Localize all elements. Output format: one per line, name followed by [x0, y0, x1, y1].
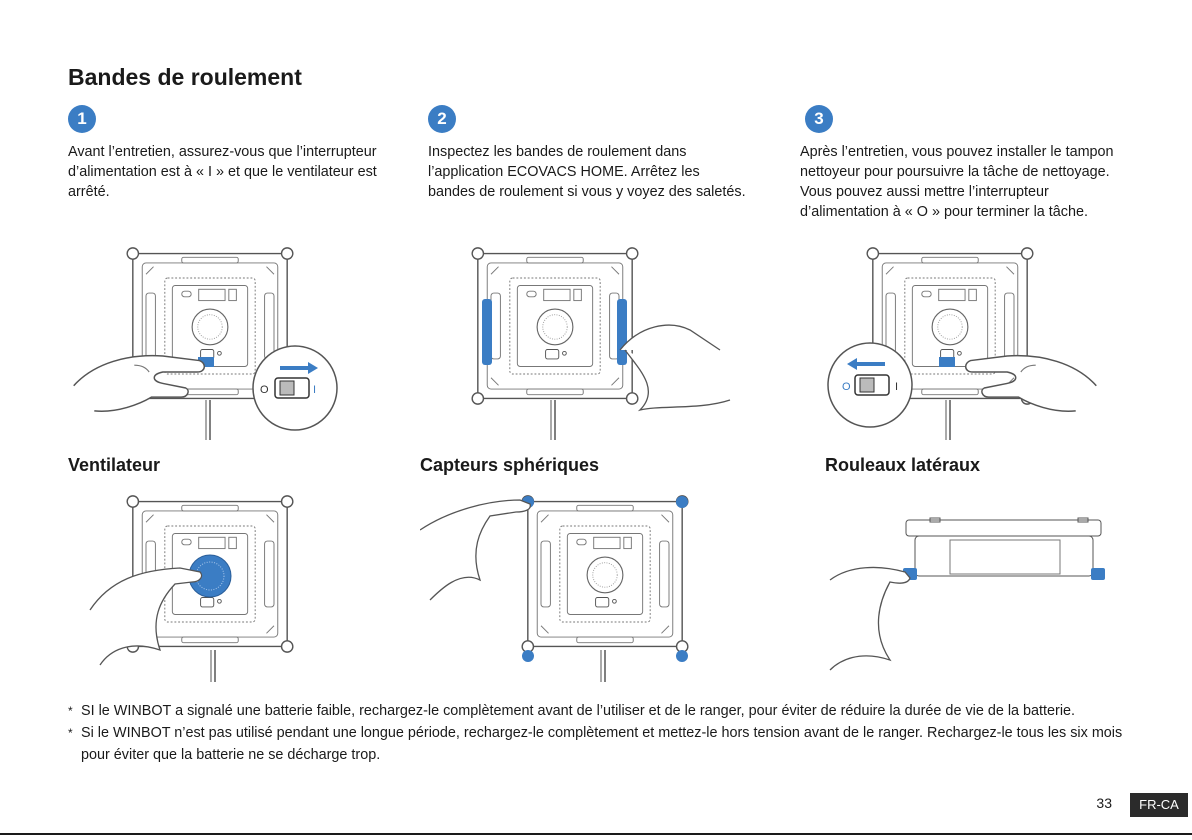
switch-on-label: I [313, 384, 316, 396]
page-number: 33 [1096, 795, 1112, 811]
note-marker: * [68, 726, 73, 740]
step-1-badge: 1 [68, 105, 96, 133]
step-1-text: Avant l’entretien, assurez-vous que l’in… [68, 144, 377, 200]
sensor-top-right [676, 496, 688, 508]
note-1-text: SI le WINBOT a signalé une batterie faib… [81, 703, 1076, 719]
arrow-right-icon [308, 362, 318, 374]
switch-on-label: I [895, 381, 898, 393]
fan-illustration [89, 495, 294, 682]
section-rollers-heading: Rouleaux latéraux [825, 455, 981, 475]
note-marker: * [68, 704, 73, 718]
section-sensors-heading: Capteurs sphériques [420, 455, 600, 475]
track-right-highlight [617, 299, 627, 365]
sensors-illustration [420, 495, 689, 682]
hand-with-cloth-icon [89, 567, 203, 666]
note-2-text: Si le WINBOT n’est pas utilisé pendant u… [81, 725, 1123, 763]
step-2-badge: 2 [428, 105, 456, 133]
step-3-text: Après l’entretien, vous pouvez installer… [800, 144, 1114, 220]
arrow-left-icon [847, 358, 857, 370]
notes: * SI le WINBOT a signalé une batterie fa… [68, 700, 1138, 766]
power-switch-highlight [198, 357, 214, 367]
hand-with-cloth-icon [619, 324, 731, 412]
switch-off-label: O [842, 381, 851, 393]
step-2-illustration [471, 247, 731, 440]
rollers-illustration [829, 517, 1105, 671]
hand-with-cloth-icon [420, 499, 531, 601]
note-1: * SI le WINBOT a signalé une batterie fa… [68, 700, 1138, 722]
step-1-illustration: O I [72, 247, 338, 440]
section-fan-heading: Ventilateur [68, 455, 161, 475]
step-3-illustration: O I [827, 247, 1098, 440]
hand-with-cloth-icon [829, 566, 911, 671]
bottom-rule [0, 833, 1192, 835]
sensor-bottom-left [522, 650, 534, 662]
step-2-text: Inspectez les bandes de roulement dans l… [428, 144, 746, 200]
switch-off-label: O [260, 384, 269, 396]
note-2: * Si le WINBOT n’est pas utilisé pendant… [68, 722, 1138, 766]
roller-right [1091, 568, 1105, 580]
track-left-highlight [482, 299, 492, 365]
sensor-bottom-right [676, 650, 688, 662]
page-title: Bandes de roulement [68, 64, 302, 90]
power-switch-highlight [939, 357, 955, 367]
language-badge: FR-CA [1130, 793, 1188, 817]
step-3-badge: 3 [805, 105, 833, 133]
